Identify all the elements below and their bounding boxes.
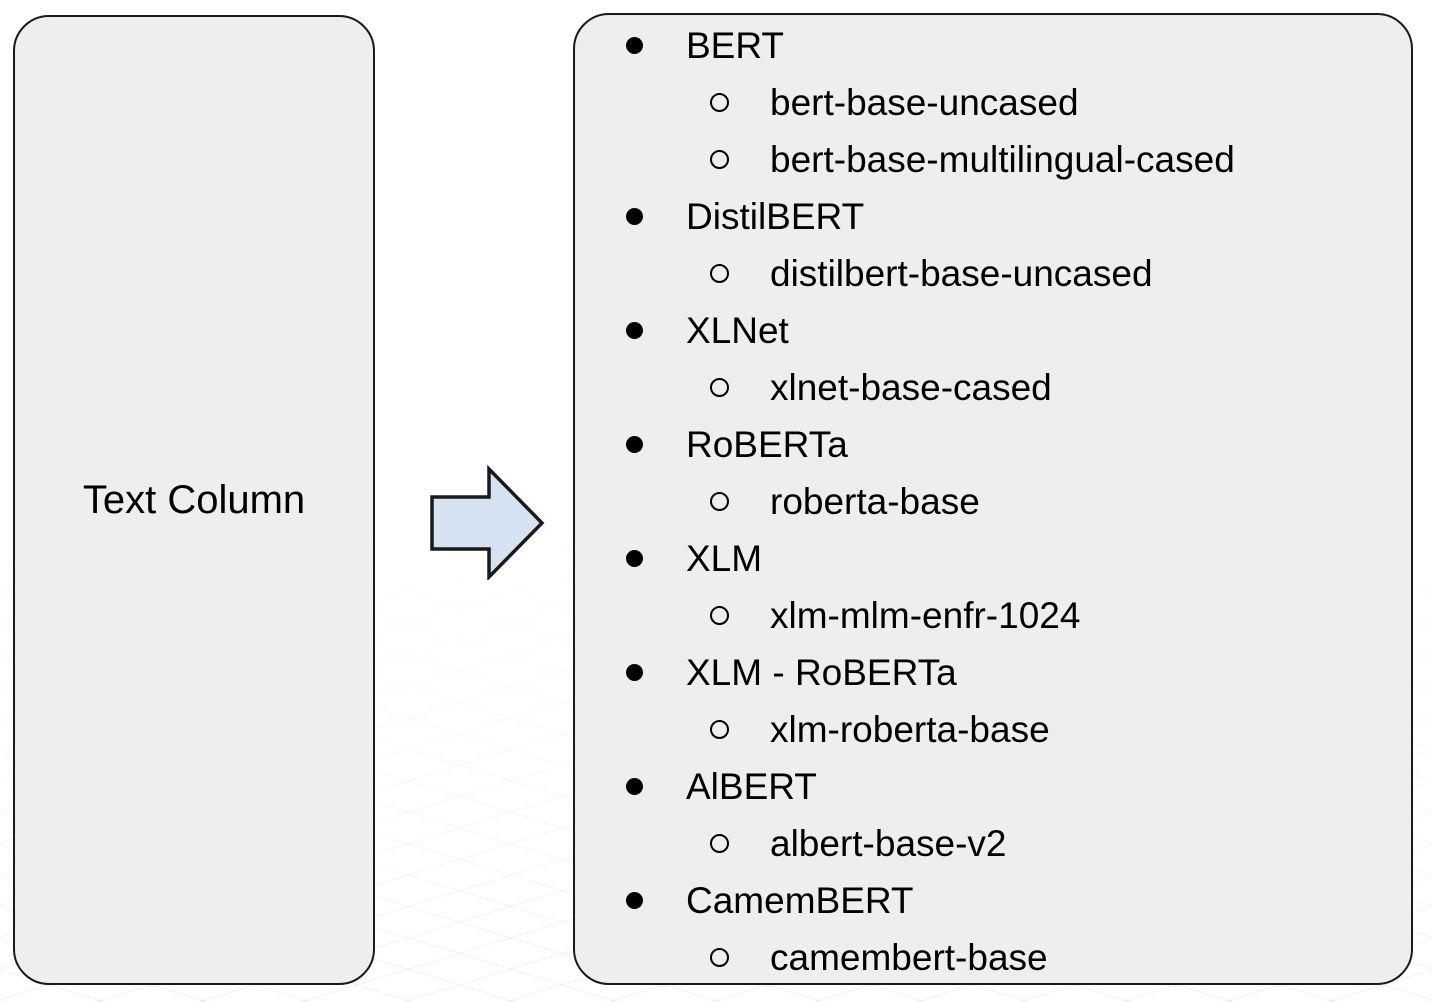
model-item: albert-base-v2 [575, 815, 1411, 872]
bullet-circle-icon [710, 150, 729, 169]
family-label: XLNet [686, 310, 789, 351]
model-label: bert-base-uncased [770, 82, 1079, 123]
bullet-circle-icon [710, 606, 729, 625]
family-item: AlBERT [575, 758, 1411, 815]
family-item: BERT [575, 17, 1411, 74]
bullet-disc-icon [626, 436, 643, 453]
bullet-circle-icon [710, 264, 729, 283]
model-label: camembert-base [770, 937, 1048, 978]
model-item: camembert-base [575, 929, 1411, 983]
family-label: CamemBERT [686, 880, 914, 921]
bullet-circle-icon [710, 378, 729, 397]
bullet-circle-icon [710, 720, 729, 739]
model-item: bert-base-uncased [575, 74, 1411, 131]
family-item: CamemBERT [575, 872, 1411, 929]
family-item: XLNet [575, 302, 1411, 359]
bullet-circle-icon [710, 93, 729, 112]
family-item: XLM [575, 530, 1411, 587]
family-item: XLM - RoBERTa [575, 644, 1411, 701]
model-label: albert-base-v2 [770, 823, 1007, 864]
bullet-circle-icon [710, 948, 729, 967]
model-list: BERT bert-base-uncased bert-base-multili… [575, 15, 1411, 983]
model-item: distilbert-base-uncased [575, 245, 1411, 302]
model-item: xlnet-base-cased [575, 359, 1411, 416]
family-label: AlBERT [686, 766, 817, 807]
model-label: xlnet-base-cased [770, 367, 1052, 408]
bullet-circle-icon [710, 492, 729, 511]
bullet-circle-icon [710, 834, 729, 853]
bullet-disc-icon [626, 550, 643, 567]
family-item: DistilBERT [575, 188, 1411, 245]
model-item: roberta-base [575, 473, 1411, 530]
model-label: roberta-base [770, 481, 980, 522]
model-label: bert-base-multilingual-cased [770, 139, 1235, 180]
model-item: bert-base-multilingual-cased [575, 131, 1411, 188]
model-label: xlm-mlm-enfr-1024 [770, 595, 1081, 636]
model-item: xlm-roberta-base [575, 701, 1411, 758]
family-label: RoBERTa [686, 424, 848, 465]
bullet-disc-icon [626, 208, 643, 225]
model-list-box: BERT bert-base-uncased bert-base-multili… [573, 13, 1413, 985]
model-item: xlm-mlm-enfr-1024 [575, 587, 1411, 644]
text-column-box: Text Column [13, 15, 375, 985]
model-label: xlm-roberta-base [770, 709, 1050, 750]
right-arrow-icon [430, 464, 546, 580]
family-item: RoBERTa [575, 416, 1411, 473]
bullet-disc-icon [626, 322, 643, 339]
bullet-disc-icon [626, 778, 643, 795]
family-label: BERT [686, 25, 785, 66]
bullet-disc-icon [626, 664, 643, 681]
family-label: XLM - RoBERTa [686, 652, 957, 693]
model-label: distilbert-base-uncased [770, 253, 1153, 294]
bullet-disc-icon [626, 37, 643, 54]
family-label: DistilBERT [686, 196, 865, 237]
text-column-label: Text Column [82, 478, 306, 522]
bullet-disc-icon [626, 892, 643, 909]
family-label: XLM [686, 538, 763, 579]
